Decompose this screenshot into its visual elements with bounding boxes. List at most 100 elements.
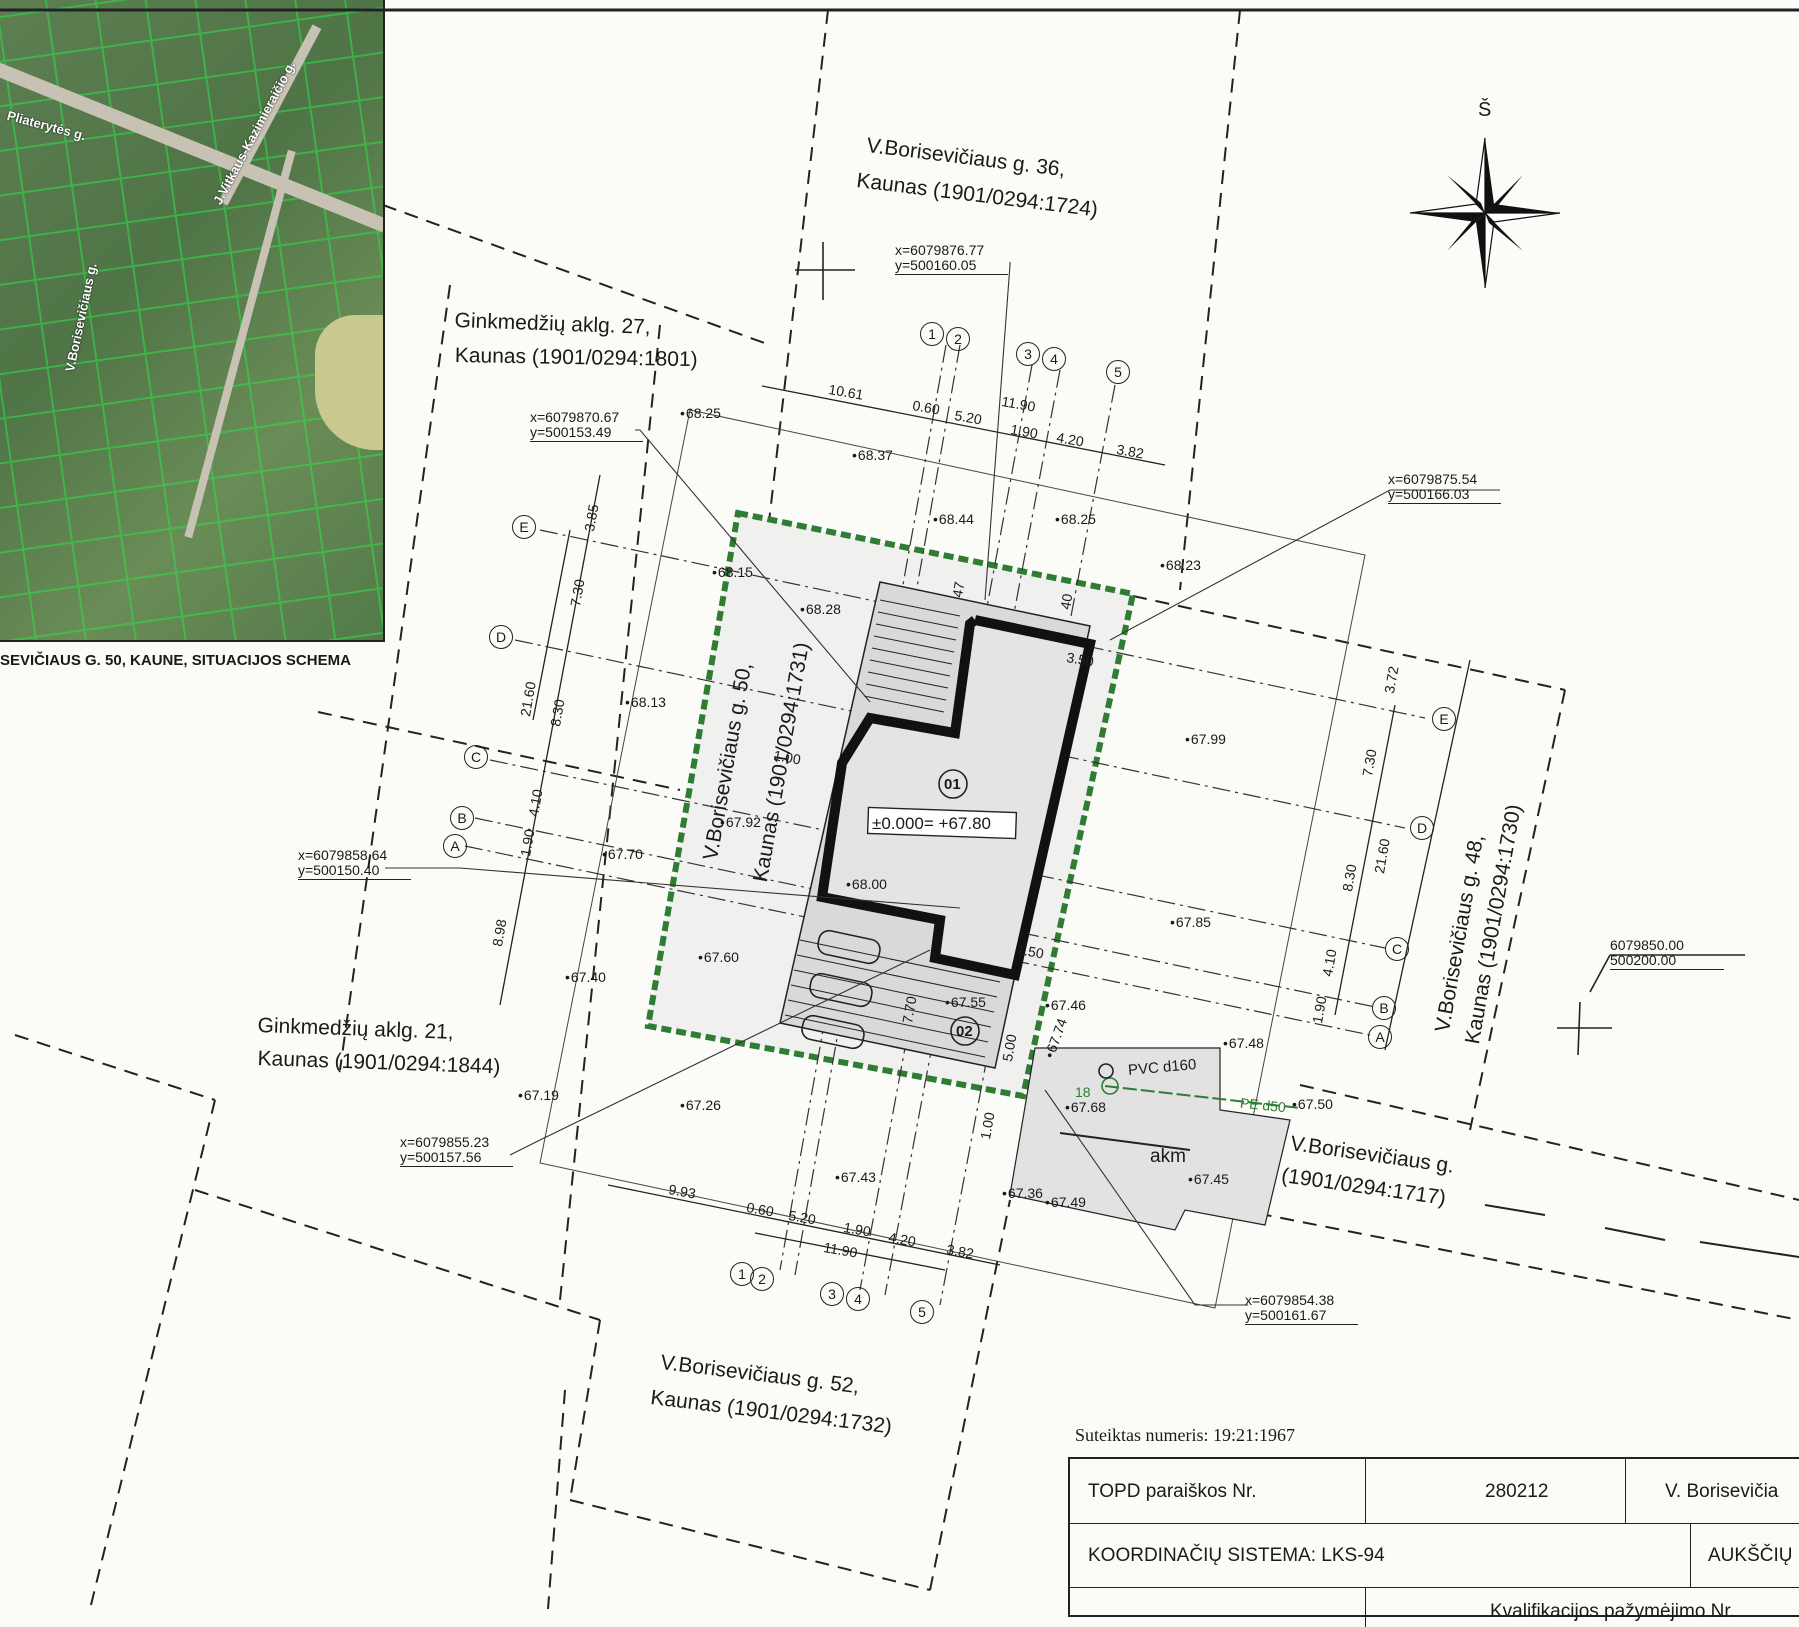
level-point: 67.48 — [1223, 1036, 1264, 1050]
axis-marker-D: D — [489, 625, 513, 649]
table-rule — [1070, 1587, 1799, 1588]
dimension-label: 47 — [949, 580, 968, 599]
axis-marker-E: E — [1432, 707, 1456, 731]
axis-marker-2: 2 — [750, 1267, 774, 1291]
pavement-label: akm — [1150, 1146, 1186, 1167]
axis-marker-A: A — [443, 834, 467, 858]
level-point: 67.43 — [835, 1170, 876, 1184]
pe-pipe — [1104, 1085, 1301, 1109]
axis-marker-5: 5 — [910, 1300, 934, 1324]
axis-marker-D: D — [1410, 816, 1434, 840]
axis-marker-C: C — [1385, 937, 1409, 961]
dimension-label: 1.90 — [842, 1219, 873, 1240]
table-rule — [1365, 1587, 1366, 1627]
survey-extent — [539, 409, 1366, 1309]
axis-marker-C: C — [464, 745, 488, 769]
level-point: 67.70 — [602, 847, 643, 861]
level-point: 68.44 — [933, 512, 974, 526]
building-tag-02: 02 — [956, 1023, 973, 1040]
dimension-label: 3.50 — [1065, 649, 1096, 670]
parcel-label-27-line2: Kaunas (1901/0294:1801) — [454, 344, 698, 372]
hatched-staircase — [863, 599, 961, 713]
level-point: 67.19 — [518, 1088, 559, 1102]
level-point: 67.40 — [565, 970, 606, 984]
water-connection-icon — [1101, 1077, 1119, 1095]
level-point: 68.25 — [1055, 512, 1096, 526]
level-point: 68.28 — [800, 602, 841, 616]
north-label: Š — [1478, 99, 1492, 121]
axis-marker-3: 3 — [1016, 342, 1040, 366]
level-point: 68.13 — [625, 695, 666, 709]
dimension-label: 9.93 — [667, 1181, 698, 1202]
level-point: 67.49 — [1045, 1195, 1086, 1209]
qualification-label: Kvalifikacijos pažymėjimo Nr. — [1490, 1601, 1735, 1622]
dimension-label: 1.90 — [1009, 421, 1040, 442]
north-arrow-icon — [1409, 137, 1561, 289]
assigned-number: Suteiktas numeris: 19:21:1967 — [1075, 1425, 1295, 1445]
axis-marker-1: 1 — [920, 322, 944, 346]
situation-scheme-map: Pliaterytės g. J.Vitkaus-Kazimieraičio g… — [0, 0, 385, 642]
dimension-label: 4.20 — [887, 1229, 918, 1250]
connection-number: 18 — [1075, 1084, 1091, 1100]
level-point: 68.37 — [852, 448, 893, 462]
dimension-lines — [499, 385, 1471, 1271]
axis-marker-4: 4 — [846, 1287, 870, 1311]
topd-value: 280212 — [1485, 1481, 1549, 1502]
level-point: 67.92 — [720, 815, 761, 829]
level-point: 67.68 — [1065, 1100, 1106, 1114]
topd-label: TOPD paraiškos Nr. — [1088, 1481, 1257, 1502]
level-point: 67.50 — [1292, 1097, 1333, 1111]
building-tag-circle — [938, 769, 968, 799]
level-point: 67.46 — [1045, 998, 1086, 1012]
level-point: 68.15 — [712, 565, 753, 579]
axis-marker-B: B — [450, 806, 474, 830]
axis-marker-2: 2 — [946, 327, 970, 351]
building-tag-circle — [950, 1016, 980, 1046]
dimension-label: 1.00 — [772, 747, 803, 768]
title-block: TOPD paraiškos Nr. 280212 V. Borisevičia… — [1068, 1457, 1799, 1627]
axis-marker-5: 5 — [1106, 360, 1130, 384]
level-point: 67.85 — [1170, 915, 1211, 929]
dimension-label: 5.20 — [787, 1207, 818, 1228]
table-rule — [1690, 1523, 1691, 1587]
inset-caption: SEVIČIAUS G. 50, KAUNE, SITUACIJOS SCHEM… — [0, 652, 351, 669]
level-point: 68.23 — [1160, 558, 1201, 572]
level-point: 67.60 — [698, 950, 739, 964]
coordinate-leaders — [385, 262, 1500, 1306]
heights-system: AUKŠČIŲ — [1708, 1545, 1793, 1566]
level-point: 68.25 — [680, 406, 721, 420]
table-rule — [1625, 1459, 1626, 1523]
dimension-label: 3.82 — [945, 1241, 976, 1262]
parcel-boundaries — [14, 9, 1799, 1609]
street-centerline — [1059, 1132, 1799, 1258]
axis-marker-E: E — [512, 515, 536, 539]
dimension-label: 40 — [1057, 592, 1076, 611]
dimension-label: 5.20 — [953, 407, 984, 428]
dimension-label: 3.82 — [1115, 441, 1146, 462]
address-cell: V. Borisevičia — [1665, 1481, 1779, 1502]
grid-cross-icon — [795, 242, 1745, 1056]
sewer-well-icon — [1098, 1063, 1114, 1079]
axis-marker-3: 3 — [820, 1282, 844, 1306]
coordinate-system: KOORDINAČIŲ SISTEMA: LKS-94 — [1088, 1545, 1385, 1566]
car-icons — [801, 929, 881, 1050]
level-point: 67.55 — [945, 995, 986, 1009]
dimension-label: 0.60 — [745, 1199, 776, 1220]
axis-marker-B: B — [1372, 996, 1396, 1020]
level-point: 67.26 — [680, 1098, 721, 1112]
table-rule — [1365, 1459, 1366, 1523]
dimension-label: 0.60 — [911, 397, 942, 418]
axis-marker-A: A — [1368, 1025, 1392, 1049]
level-point: 67.36 — [1002, 1186, 1043, 1200]
dimension-label: 1.50 — [1015, 941, 1046, 962]
level-point: 68.00 — [846, 877, 887, 891]
dimension-label: 4.20 — [1055, 429, 1086, 450]
zero-level-box — [866, 806, 1018, 840]
